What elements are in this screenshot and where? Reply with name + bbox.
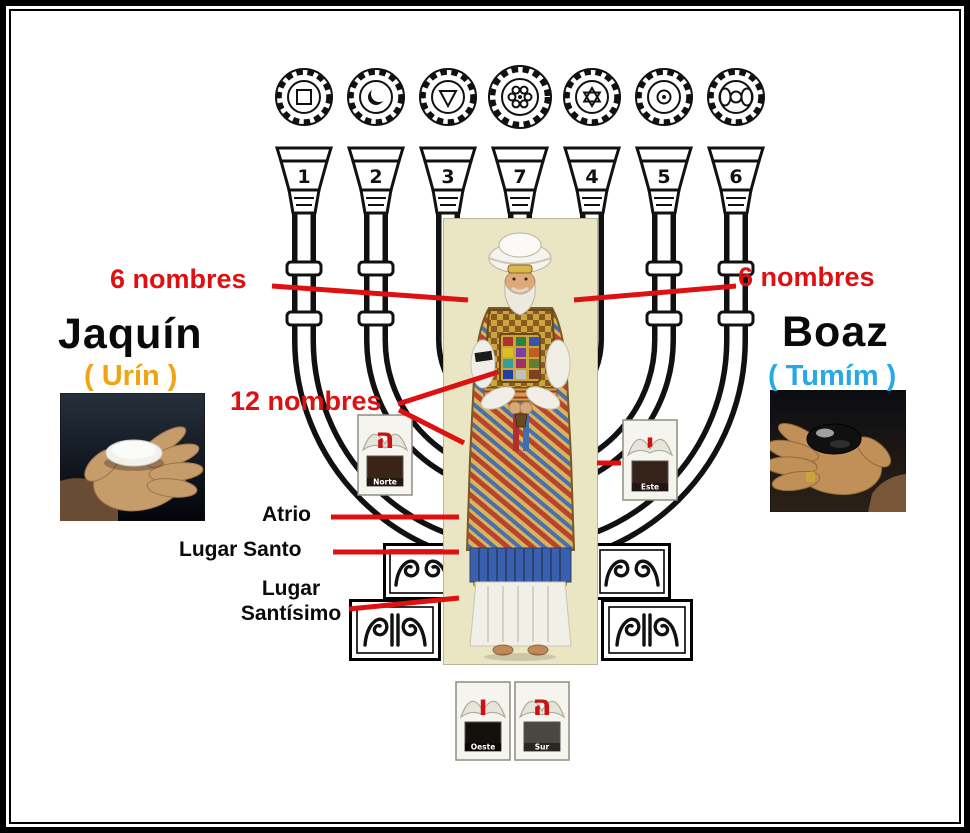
hebrew-letter-oeste: ו xyxy=(478,689,488,722)
root-chakra-icon xyxy=(275,68,333,126)
cup-number-1: 1 xyxy=(297,166,310,188)
label-lugar-santisimo-line1: Lugar xyxy=(261,577,321,600)
hebrew-letter-norte: ה xyxy=(375,422,394,455)
priest-beard xyxy=(504,282,536,316)
third-eye-chakra-icon xyxy=(707,68,765,126)
label-lugar-santisimo-line2: Santísimo xyxy=(240,602,342,626)
menorah-cup-6: 6 xyxy=(706,146,766,215)
direction-card-norte: ה Norte xyxy=(357,414,413,496)
priest-censer xyxy=(514,413,528,428)
urim-hand-image xyxy=(60,393,205,521)
heart-chakra-icon xyxy=(563,68,621,126)
menorah-cup-2: 2 xyxy=(346,146,406,215)
label-twelve-nombres: 12 nombres xyxy=(230,386,382,416)
label-boaz: Boaz xyxy=(782,308,889,356)
tumim-hand-image xyxy=(770,390,906,512)
tumim-stone xyxy=(806,423,862,455)
label-lugar-santo: Lugar Santo xyxy=(179,538,302,561)
cup-number-7: 7 xyxy=(513,166,526,188)
direction-card-este: י Este xyxy=(622,419,678,501)
priest-white-skirt xyxy=(469,581,572,647)
direction-card-oeste: ו Oeste xyxy=(455,681,511,761)
label-tumim: ( Tumím ) xyxy=(768,360,897,392)
menorah-cup-5: 5 xyxy=(634,146,694,215)
label-atrio: Atrio xyxy=(262,503,311,526)
priest-breastplate xyxy=(499,333,541,383)
label-six-nombres-left: 6 nombres xyxy=(110,264,247,294)
cup-number-2: 2 xyxy=(369,166,382,188)
hebrew-letter-este: י xyxy=(646,427,654,460)
menorah-cup-7: 7 xyxy=(490,146,550,215)
label-jaquin: Jaquín xyxy=(58,310,203,358)
priest-gold-plate xyxy=(507,264,533,274)
label-six-nombres-right: 6 nombres xyxy=(738,262,875,292)
ornament-letter-tile-right xyxy=(601,599,693,661)
card-caption-sur: Sur xyxy=(535,743,550,752)
label-urin: ( Urín ) xyxy=(84,360,178,392)
direction-card-sur: ה Sur xyxy=(514,681,570,761)
throat-chakra-icon xyxy=(635,68,693,126)
menorah-cup-4: 4 xyxy=(562,146,622,215)
cup-number-5: 5 xyxy=(657,166,670,188)
label-lugar-santisimo: Lugar Santísimo xyxy=(236,576,346,626)
priest-armband xyxy=(474,350,493,363)
card-caption-oeste: Oeste xyxy=(471,743,496,752)
priest-blue-hem xyxy=(469,547,572,583)
cup-number-3: 3 xyxy=(441,166,454,188)
card-caption-este: Este xyxy=(641,483,659,492)
menorah-knobs xyxy=(285,260,755,327)
ornament-scroll-tile-right xyxy=(593,543,671,600)
menorah-cup-3: 3 xyxy=(418,146,478,215)
menorah-cup-1: 1 xyxy=(274,146,334,215)
high-priest-illustration xyxy=(443,218,598,665)
gold-ring xyxy=(806,472,815,482)
solar-plexus-chakra-icon xyxy=(419,68,477,126)
crown-chakra-icon xyxy=(488,65,552,129)
card-caption-norte: Norte xyxy=(373,478,397,487)
cup-number-4: 4 xyxy=(585,166,598,188)
cup-number-6: 6 xyxy=(729,166,742,188)
hebrew-letter-sur: ה xyxy=(532,689,551,722)
ornament-letter-tile-left xyxy=(349,599,441,661)
urim-stone xyxy=(105,439,163,467)
sacral-chakra-icon xyxy=(347,68,405,126)
